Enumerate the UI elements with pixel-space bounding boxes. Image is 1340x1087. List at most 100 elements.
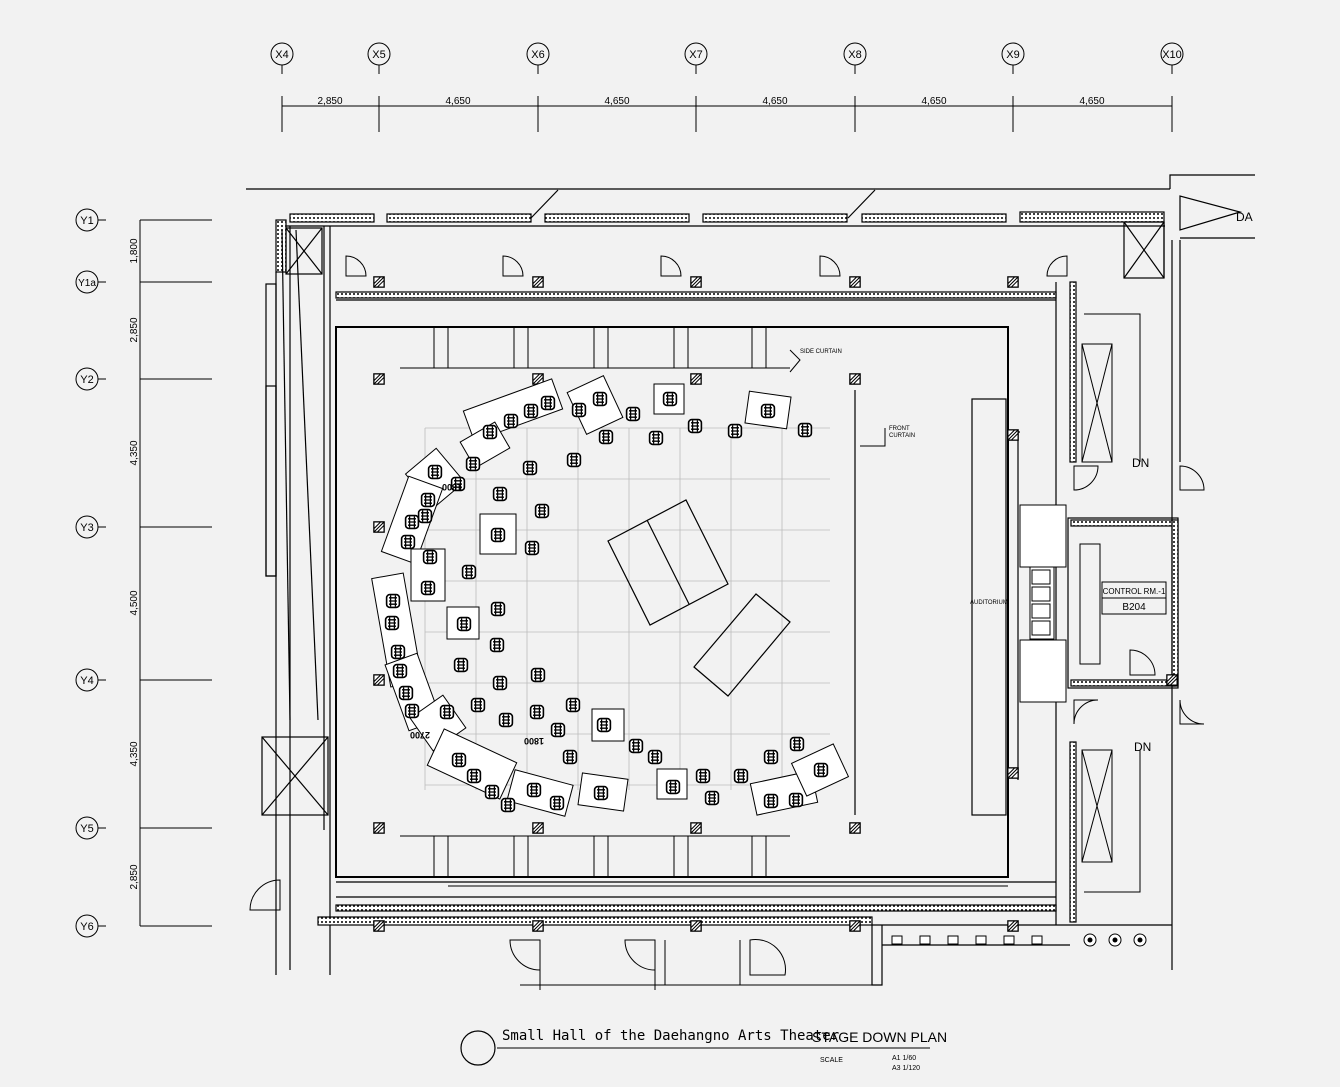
chair [420, 580, 436, 596]
chair [492, 675, 508, 691]
chair [648, 430, 664, 446]
chair [482, 424, 498, 440]
chair [465, 456, 481, 472]
chair [492, 486, 508, 502]
chair [489, 637, 505, 653]
chair [466, 768, 482, 784]
chair [470, 697, 486, 713]
stairs [1081, 313, 1141, 893]
chair [439, 704, 455, 720]
annotations: SIDE CURTAIN FRONT CURTAIN AUDITORIUM [800, 349, 1008, 606]
chair [390, 644, 406, 660]
chair [788, 792, 804, 808]
grid-label: X7 [689, 49, 702, 61]
auditorium-label: AUDITORIUM [970, 600, 1008, 606]
grid-label: X10 [1162, 49, 1182, 61]
seat-dim-3: 1800 [524, 736, 544, 746]
col-dim-2: 4,650 [445, 96, 470, 107]
control-room [1079, 543, 1167, 665]
chair [384, 615, 400, 631]
chair [398, 685, 414, 701]
row-dimension-texts: 1,800 2,850 4,350 4,500 4,350 2,850 [129, 238, 140, 889]
chair [522, 460, 538, 476]
chair [727, 423, 743, 439]
side-curtain-label: SIDE CURTAIN [800, 349, 842, 355]
chair [526, 782, 542, 798]
seat-dim-1: 1800 [442, 482, 462, 492]
chair [598, 429, 614, 445]
grid-label: X8 [848, 49, 861, 61]
grid-label: Y6 [80, 921, 93, 933]
grid-bubble-x4: X4 [270, 42, 294, 74]
wing-lines [400, 328, 1008, 887]
row-dim-6: 2,850 [129, 864, 140, 889]
chair [490, 601, 506, 617]
grid-label: Y3 [80, 522, 93, 534]
chair [662, 391, 678, 407]
grid-label: Y5 [80, 823, 93, 835]
column-dimension-line [281, 96, 1173, 132]
da-label: DA [1236, 210, 1253, 224]
chair [566, 452, 582, 468]
chair [484, 784, 500, 800]
row-dimension-line [139, 219, 212, 927]
grid-bubble-x6: X6 [526, 42, 550, 74]
chair [456, 616, 472, 632]
dn-upper-label: DN [1132, 456, 1149, 470]
grid-bubble-y3: Y3 [75, 515, 106, 539]
chair [427, 464, 443, 480]
seat-dimension-labels: 1800 2700 1800 [410, 482, 544, 746]
bottom-fixtures [891, 933, 1147, 947]
seat-dim-2: 2700 [410, 730, 430, 740]
chair [461, 564, 477, 580]
grid-bubble-x7: X7 [684, 42, 708, 74]
chair [625, 406, 641, 422]
chair [490, 527, 506, 543]
col-dim-6: 4,650 [1079, 96, 1104, 107]
grid-bubble-y6: Y6 [75, 914, 106, 938]
scale-a3: A3 1/120 [892, 1065, 920, 1072]
grid-bubble-x9: X9 [1001, 42, 1025, 74]
stage-platforms [607, 499, 791, 697]
grid-label: X5 [372, 49, 385, 61]
row-dim-2: 2,850 [129, 317, 140, 342]
chair [400, 534, 416, 550]
grid-label: Y1a [78, 278, 96, 289]
chair [453, 657, 469, 673]
grid-bubble-x10: X10 [1160, 42, 1184, 74]
grid-label: Y4 [80, 675, 93, 687]
scale-label: SCALE [820, 1057, 843, 1064]
chair [420, 492, 436, 508]
chair [529, 704, 545, 720]
chair [550, 722, 566, 738]
room-number: B204 [1122, 602, 1146, 613]
chair [523, 403, 539, 419]
chair [549, 795, 565, 811]
row-dim-4: 4,500 [129, 590, 140, 615]
chair [665, 779, 681, 795]
building-walls [246, 174, 1255, 986]
grid-bubble-y1a: Y1a [75, 270, 106, 294]
chair [687, 418, 703, 434]
row-dim-3: 4,350 [129, 440, 140, 465]
chair [417, 508, 433, 524]
chair [404, 514, 420, 530]
column-dimension-texts: 2,850 4,650 4,650 4,650 4,650 4,650 [317, 96, 1104, 107]
chair [534, 503, 550, 519]
dn-labels: DN DN DA [1132, 210, 1253, 754]
col-dim-4: 4,650 [762, 96, 787, 107]
dn-lower-label: DN [1134, 740, 1151, 754]
chair [695, 768, 711, 784]
chair [592, 391, 608, 407]
chair [404, 703, 420, 719]
chair [562, 749, 578, 765]
chair [596, 717, 612, 733]
chair [704, 790, 720, 806]
row-dim-5: 4,350 [129, 741, 140, 766]
drawing-subtitle: STAGE DOWN PLAN [812, 1029, 947, 1045]
chair [498, 712, 514, 728]
chair [789, 736, 805, 752]
grid-bubble-y5: Y5 [75, 816, 106, 840]
